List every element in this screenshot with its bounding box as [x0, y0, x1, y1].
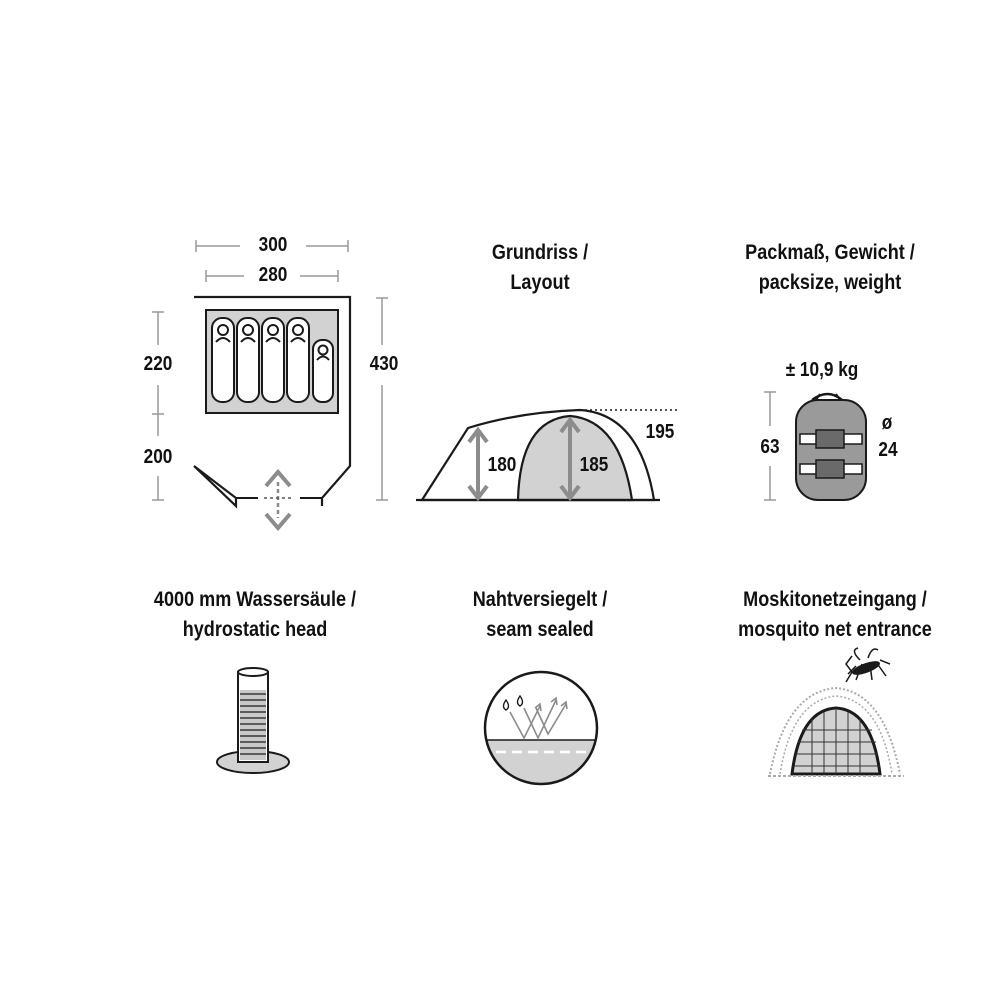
height-arrows — [467, 416, 581, 502]
seam-title: Nahtversiegelt / seam sealed — [430, 585, 650, 645]
height-cabin-label: 185 — [579, 454, 609, 476]
seam-title-line1: Nahtversiegelt / — [472, 588, 608, 611]
total-length-dimension — [376, 297, 388, 501]
hydrostatic-title-line1: 4000 mm Wassersäule / — [153, 588, 357, 611]
mosquito-title-line1: Moskitonetzeingang / — [743, 588, 927, 611]
mosquito-title: Moskitonetzeingang / mosquito net entran… — [700, 585, 970, 645]
hydrostatic-title-line2: hydrostatic head — [182, 618, 328, 641]
layout-title-line1: Grundriss / — [491, 241, 589, 264]
height-front-label: 180 — [487, 454, 517, 476]
pack-diameter-label: 24 — [878, 439, 898, 461]
hydrostatic-title: 4000 mm Wassersäule / hydrostatic head — [120, 585, 390, 645]
pack-bag-icon — [795, 392, 867, 501]
diameter-symbol: ø — [881, 412, 893, 434]
mosquito-icon — [845, 647, 891, 683]
seam-sealed-icon — [483, 670, 599, 786]
mosquito-title-line2: mosquito net entrance — [738, 618, 932, 641]
packsize-title-line2: packsize, weight — [758, 271, 902, 294]
mosquito-net-icon — [768, 647, 904, 777]
entrance-arrow — [264, 468, 292, 532]
outer-width-label: 300 — [258, 234, 288, 256]
water-column-icon — [216, 667, 290, 774]
total-length-label: 430 — [369, 353, 399, 375]
inner-width-label: 280 — [258, 264, 288, 286]
vestibule-length-label: 200 — [143, 446, 173, 468]
cabin-length-label: 220 — [143, 353, 173, 375]
sleeping-bags — [211, 317, 334, 403]
layout-title: Grundriss / Layout — [440, 238, 640, 298]
packsize-title: Packmaß, Gewicht / packsize, weight — [700, 238, 960, 298]
outer-width-dimension — [195, 240, 349, 252]
left-length-dimension — [152, 311, 164, 501]
layout-title-line2: Layout — [510, 271, 570, 294]
weight-label: ± 10,9 kg — [785, 359, 859, 381]
seam-title-line2: seam sealed — [486, 618, 594, 641]
inner-width-dimension — [205, 270, 339, 282]
packsize-title-line1: Packmaß, Gewicht / — [745, 241, 915, 264]
pack-length-label: 63 — [760, 436, 780, 458]
pack-dimension-lines — [764, 391, 776, 501]
height-max-label: 195 — [645, 421, 675, 443]
